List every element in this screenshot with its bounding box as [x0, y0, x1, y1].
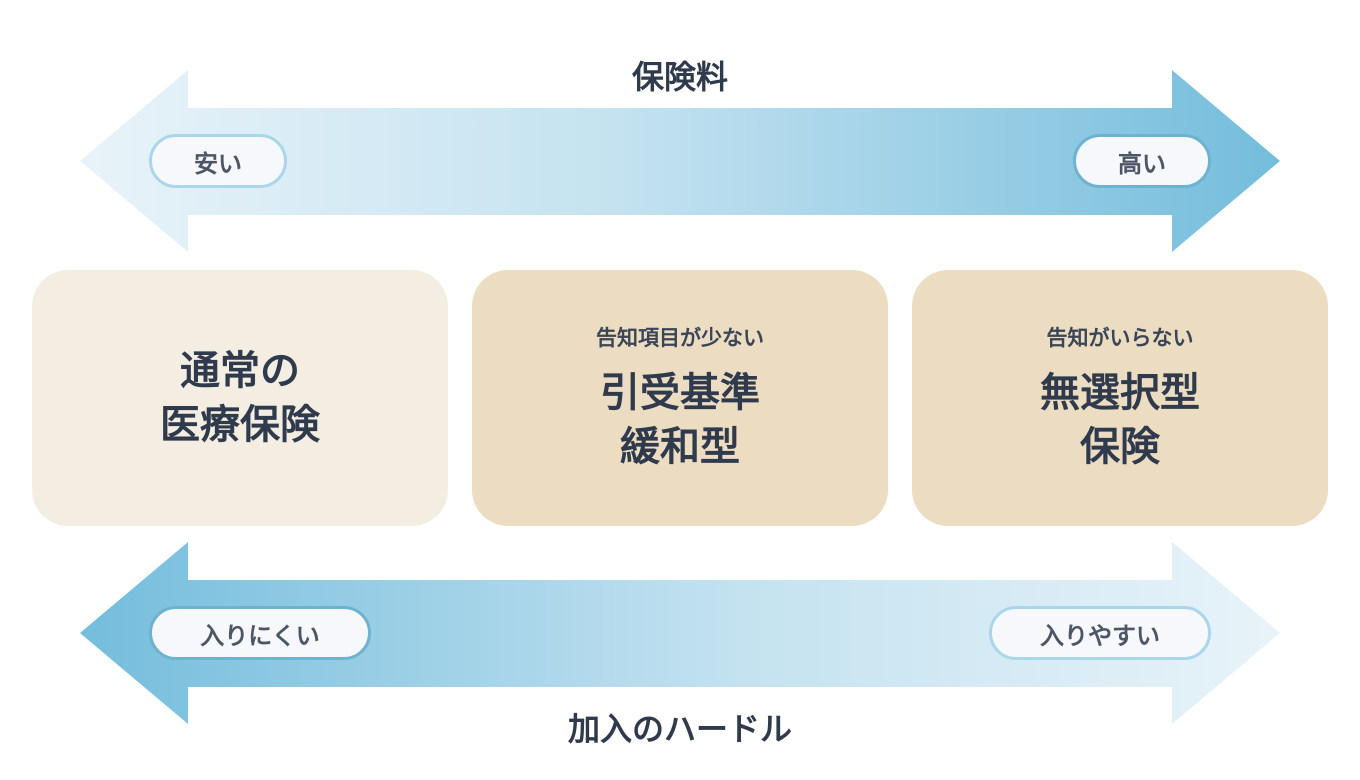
hard-to-join-label-pill: 入りにくい: [149, 606, 371, 660]
card-title-line2: 緩和型: [620, 424, 740, 470]
card-standard-medical-insurance: 通常の 医療保険: [32, 270, 448, 526]
card-title-line2: 保険: [1080, 424, 1160, 470]
expensive-label-pill: 高い: [1073, 134, 1211, 188]
card-title-line1: 通常の: [180, 348, 300, 394]
card-subtitle: 告知項目が少ない: [596, 326, 764, 350]
card-title-line1: 無選択型: [1040, 370, 1200, 416]
card-title-line1: 引受基準: [600, 370, 760, 416]
card-subtitle: 告知がいらない: [1046, 326, 1194, 350]
cheap-label-pill: 安い: [149, 134, 287, 188]
premium-double-arrow: [80, 70, 1280, 252]
hurdle-axis-title: 加入のハードル: [567, 710, 792, 748]
card-title-line2: 医療保険: [160, 402, 320, 448]
premium-arrow-shape: [80, 70, 1280, 252]
card-no-exam-insurance: 告知がいらない 無選択型 保険: [912, 270, 1328, 526]
easy-to-join-label-pill: 入りやすい: [989, 606, 1211, 660]
premium-axis-title: 保険料: [631, 58, 728, 96]
hurdle-double-arrow: [80, 542, 1280, 724]
card-relaxed-underwriting: 告知項目が少ない 引受基準 緩和型: [472, 270, 888, 526]
hurdle-arrow-shape: [80, 542, 1280, 724]
